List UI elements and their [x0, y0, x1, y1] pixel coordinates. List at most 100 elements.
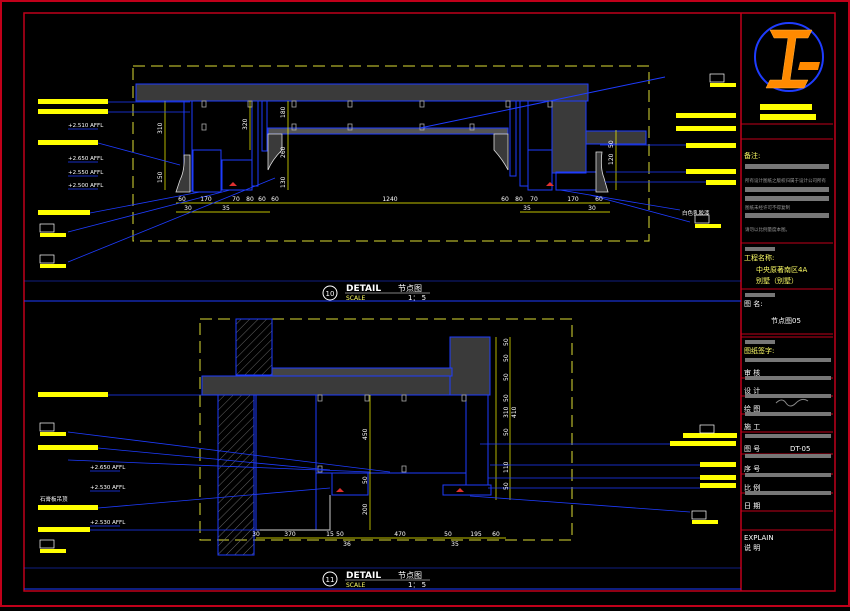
company-name-bar	[760, 104, 812, 110]
detail-1-title-label: DETAIL	[346, 284, 381, 294]
callout-text-bar	[38, 505, 98, 510]
section-symbol-bar	[700, 434, 726, 438]
dim-label: 195	[470, 531, 482, 538]
callout-text-bar	[700, 483, 736, 488]
light-fixture-2-left	[336, 488, 344, 492]
title-row-label: 比 例	[744, 483, 760, 492]
title-row-label: 审 核	[744, 368, 760, 377]
leader-line	[67, 189, 231, 233]
callout-text-bar	[686, 143, 736, 148]
inner-frame	[23, 12, 836, 592]
wall-lower-hatch	[217, 394, 255, 556]
detail-2-scale-label: SCALE	[346, 582, 365, 589]
elevation-label: +2.510 AFFL	[68, 123, 104, 129]
right-hanger	[509, 100, 517, 177]
dim-label: 310	[157, 122, 164, 134]
detail-2-marker	[322, 571, 338, 587]
elevation-label: +2.650 AFFL	[90, 465, 126, 471]
light-fixture-left	[229, 182, 237, 186]
beam	[449, 336, 491, 396]
leader-line	[67, 177, 276, 263]
section-symbol-bar	[40, 264, 66, 268]
dim-label: 200	[362, 503, 369, 515]
inner-cornice-left	[267, 133, 283, 171]
detail-1	[132, 65, 666, 242]
title-row-bar	[745, 358, 831, 362]
leader-line	[67, 459, 371, 473]
callout-text-bar	[38, 445, 98, 450]
dim-label: 35	[451, 541, 459, 548]
callout-text-bar	[676, 113, 736, 118]
project-name-2: 别墅（别墅）	[756, 276, 798, 285]
dim-label: 60	[501, 196, 509, 203]
remark-bar-1	[745, 164, 829, 169]
detail-2	[199, 318, 573, 556]
dim-label: 15	[326, 531, 334, 538]
title-row-label: 绘 图	[744, 404, 760, 413]
detail-2-title-label: DETAIL	[346, 571, 381, 581]
dim-label: 370	[284, 531, 296, 538]
light-fixture-2-right	[456, 488, 464, 492]
designer-signature	[775, 398, 809, 407]
cove-box-left	[331, 472, 369, 496]
dim-label: 150	[157, 171, 164, 183]
detail-2-title-cn: 节点图	[398, 571, 422, 580]
detail-1-scale-value: 1： 5	[408, 294, 426, 302]
company-name-bar-2	[760, 114, 816, 120]
section-symbol-bar	[710, 83, 736, 87]
section-symbol-bar	[692, 520, 718, 524]
detail-1-marker-text: 10	[326, 290, 335, 298]
dim-label: 170	[200, 196, 212, 203]
section-symbol	[709, 73, 725, 83]
section-symbol	[694, 214, 710, 224]
inner-cornice-right	[493, 133, 509, 171]
leader-line	[89, 191, 201, 214]
dim-label: 180	[280, 106, 287, 118]
detail-1-marker	[322, 285, 338, 301]
detail-1-boundary	[132, 65, 650, 242]
dim-label: 50	[503, 338, 510, 346]
elevation-label: +2.530 AFFL	[90, 485, 126, 491]
callout-text-bar	[706, 180, 736, 185]
title-block: 备注: 所有设计图纸之版权归属于设计公司所有 图纸未经许可不得复制 请勿以比例量…	[741, 22, 833, 552]
drawing-bar	[745, 293, 775, 297]
section-symbol	[699, 424, 715, 434]
right-hanger-2	[519, 100, 529, 187]
title-row-value: DT-05	[790, 445, 810, 453]
dim-label: 50	[608, 140, 615, 148]
elevation-label: +2.650 AFFL	[68, 156, 104, 162]
scope-bar	[745, 340, 775, 344]
dim-label: 50	[336, 531, 344, 538]
leader-line	[97, 142, 181, 166]
callout-text-bar	[676, 126, 736, 131]
dim-label: 60	[492, 531, 500, 538]
project-label: 工程名称:	[744, 253, 774, 262]
title-row-label: 图 号	[744, 445, 760, 453]
callout-text-bar	[700, 475, 736, 480]
dynamic-annotations: +2.510 AFFL+2.650 AFFL+2.550 AFFL+2.500 …	[38, 73, 737, 553]
elevation-label: +2.500 AFFL	[68, 183, 104, 189]
dim-label: 30	[252, 531, 260, 538]
remark-text-2: 图纸未经许可不得复制	[745, 204, 790, 211]
detail-1-right-note: 白色乳胶漆	[682, 209, 710, 217]
company-logo	[754, 22, 824, 92]
dim-label: 80	[246, 196, 254, 203]
dim-label: 30	[184, 205, 192, 212]
elevation-label: +2.530 AFFL	[90, 520, 126, 526]
callout-text-bar	[38, 210, 90, 215]
dim-label: 470	[394, 531, 406, 538]
dim-label: 410	[511, 406, 518, 418]
slab	[201, 375, 488, 396]
title-row-bar	[745, 454, 831, 458]
callout-text-bar	[686, 169, 736, 174]
callout-text-bar	[670, 441, 736, 446]
dim-label: 36	[343, 541, 351, 548]
dim-label: 1240	[382, 196, 397, 203]
detail-1-title-cn: 节点图	[398, 284, 422, 293]
left-box-2	[221, 159, 253, 191]
scope-label: 图纸签字:	[744, 346, 774, 355]
title-row-bar	[745, 491, 831, 495]
